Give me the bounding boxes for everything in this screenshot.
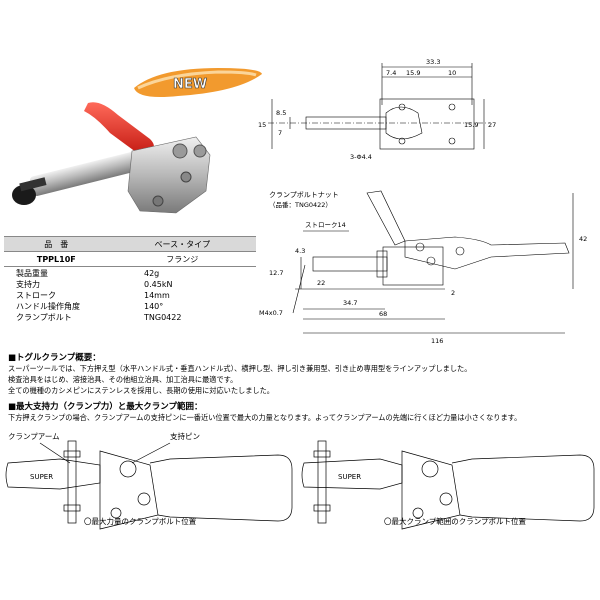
new-badge: NEW: [134, 68, 262, 97]
dim-10: 10: [448, 69, 456, 77]
stroke-dim: ストローク14: [305, 221, 346, 229]
caption-max-range: 〇最大クランプ範囲のクランプボルト位置: [384, 517, 527, 526]
clamp-diagrams: SUPER クランプアーム 支持ピン SUPER: [5, 431, 595, 530]
brand-mark-right: SUPER: [338, 473, 361, 481]
brand-mark-left: SUPER: [30, 473, 53, 481]
dim-8-5: 8.5: [276, 109, 286, 117]
dim-42: 42: [579, 235, 587, 243]
nut-label: クランプボルトナット: [269, 191, 339, 199]
dim-15-9-side: 15.9: [464, 121, 478, 129]
overview-line-3: 全ての機種のカシメピンにステンレスを採用し、長期の使用に対応いたしました。: [8, 386, 274, 395]
side-view-drawing: クランプボルトナット （品番：TNG0422） ストローク14 4.3 12.7…: [259, 190, 587, 345]
dim-holes: 3-Φ4.4: [350, 153, 372, 161]
max-force-heading: ■最大支持力（クランプ力）と最大クランプ範囲：: [8, 402, 203, 412]
support-pin-label: 支持ピン: [170, 431, 200, 441]
top-view-drawing: 33.3 7.4 15.9 10 8.5 15 7 27 15.9 3-Φ4.4: [258, 58, 496, 161]
product-photo: [12, 102, 211, 214]
dim-34-7: 34.7: [343, 299, 357, 307]
dim-33-3: 33.3: [426, 58, 440, 66]
dim-68: 68: [379, 310, 387, 318]
dim-22: 22: [317, 279, 325, 287]
dim-7-4: 7.4: [386, 69, 396, 77]
dim-27: 27: [488, 121, 496, 129]
overview-heading: ■トグルクランプ概要：: [8, 353, 101, 363]
svg-text:NEW: NEW: [173, 77, 207, 92]
dim-15: 15: [258, 121, 266, 129]
header-base-type: ベース・タイプ: [108, 236, 256, 252]
clamp-arm-label: クランプアーム: [8, 432, 60, 441]
dim-116: 116: [431, 337, 443, 345]
overview-line-1: スーパーツールでは、下方押え型（水平ハンドル式・垂直ハンドル式）、横押し型、押し…: [8, 364, 472, 373]
overview-line-2: 検査治具をはじめ、溶接治具、その他組立治具、加工治具に最適です。: [8, 375, 238, 384]
dim-12-7: 12.7: [269, 269, 283, 277]
caption-max-force: 〇最大力量のクランプボルト位置: [84, 517, 197, 526]
header-model: 品 番: [4, 236, 109, 252]
model-number: TPPL10F: [4, 251, 109, 267]
max-force-text: 下方押えクランプの場合、クランプアームの支持ピンに一番近い位置で最大の力量となり…: [8, 413, 522, 422]
model-table: 品 番 ベース・タイプ TPPL10F フランジ: [4, 236, 256, 267]
dim-7: 7: [278, 129, 282, 137]
nut-part-number: （品番：TNG0422）: [269, 201, 332, 209]
dim-2: 2: [451, 289, 455, 297]
thread-size: M4x0.7: [259, 309, 283, 317]
dim-15-9-top: 15.9: [406, 69, 420, 77]
dim-4-3: 4.3: [295, 247, 305, 255]
base-type: フランジ: [108, 251, 256, 267]
